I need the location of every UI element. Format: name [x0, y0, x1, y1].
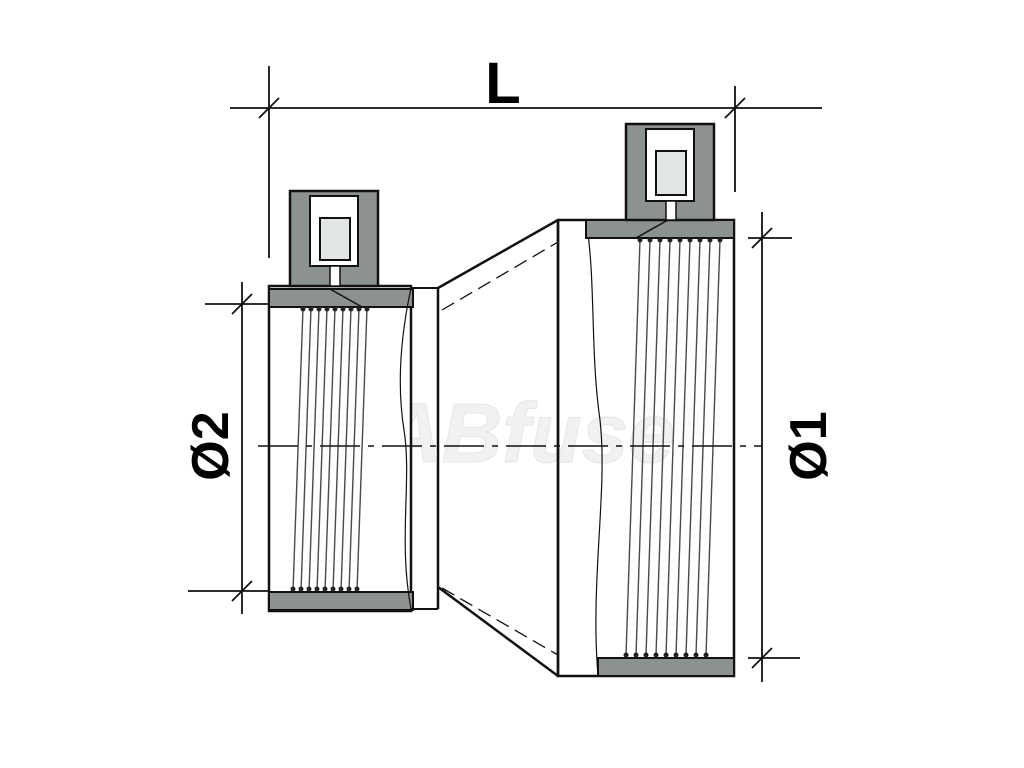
large-end-top-band	[585, 219, 735, 239]
dimension-diameter-large-label: Ø1	[780, 411, 838, 480]
small-end-sleeve	[399, 287, 440, 610]
dimension-diameter-large	[748, 212, 800, 682]
small-end-terminal	[288, 189, 380, 288]
large-end-heating-wires	[625, 239, 721, 656]
dimension-length-label: L	[485, 51, 520, 116]
dimension-length	[230, 66, 822, 258]
small-end-top-band	[268, 288, 414, 308]
small-end-bottom-band	[268, 591, 414, 611]
dimension-diameter-small	[188, 282, 268, 614]
large-end-bottom-band	[597, 657, 735, 677]
dimension-diameter-small-label: Ø2	[182, 411, 240, 480]
small-end-heating-wires	[292, 307, 368, 592]
small-end-body	[267, 284, 414, 613]
large-end-terminal	[624, 122, 716, 222]
